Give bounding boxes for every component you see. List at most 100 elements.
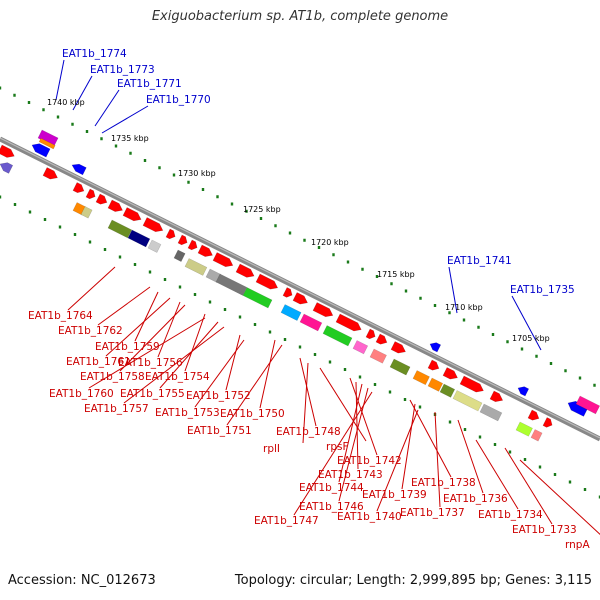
- feature-block: [299, 313, 323, 332]
- scale-label: 1740 kbp: [47, 98, 85, 107]
- leader-line: [159, 321, 219, 389]
- inner-ruler-dot: [493, 443, 497, 446]
- outer-ruler-dot: [404, 289, 408, 293]
- gene-label-bottom: EAT1b_1748: [276, 426, 341, 438]
- gene-label-bottom: EAT1b_1759: [95, 341, 160, 353]
- gene-label-bottom: EAT1b_1743: [318, 469, 383, 481]
- feature-block: [389, 358, 411, 376]
- outer-ruler-dot: [259, 217, 263, 220]
- leader-line: [101, 105, 149, 134]
- inner-ruler-dot: [73, 233, 77, 236]
- cds-arrow: [42, 167, 58, 180]
- inner-ruler-dot: [583, 488, 587, 491]
- inner-ruler-dot: [208, 300, 212, 304]
- leader-line: [401, 403, 416, 490]
- feature-block: [127, 229, 151, 248]
- genome-backbone: [0, 136, 600, 442]
- cds-arrow: [390, 341, 406, 354]
- gene-label-bottom: EAT1b_1757: [84, 403, 149, 415]
- cds-arrow: [459, 375, 484, 393]
- outer-ruler-dot: [288, 231, 292, 235]
- cds-arrow: [165, 228, 176, 240]
- inner-ruler-dot: [523, 458, 527, 461]
- outer-ruler-dot: [462, 318, 466, 322]
- inner-ruler-dot: [58, 225, 62, 229]
- cds-arrow: [312, 302, 334, 318]
- cds-arrow: [142, 217, 164, 233]
- outer-ruler-dot: [332, 253, 335, 257]
- backbone: [0, 136, 600, 442]
- feature-block: [530, 429, 543, 442]
- cds-arrow: [365, 328, 376, 340]
- inner-ruler-dot: [223, 308, 227, 311]
- outer-ruler-dot: [216, 195, 219, 199]
- outer-ruler-dot: [274, 224, 277, 228]
- inner-ruler-dot: [148, 270, 152, 274]
- cds-arrow: [177, 234, 188, 246]
- inner-ruler-dot: [298, 345, 302, 349]
- cds-arrow: [282, 287, 293, 298]
- inner-ruler-dot: [598, 495, 600, 499]
- leader-line: [338, 383, 363, 483]
- map-title: Exiguobacterium sp. AT1b, complete genom…: [151, 9, 449, 24]
- inner-ruler-dot: [418, 405, 422, 409]
- leader-line: [319, 367, 367, 442]
- reverse-arrow: [0, 162, 14, 174]
- outer-ruler-dot: [158, 166, 161, 170]
- inner-ruler-dot: [88, 240, 92, 244]
- feature-block: [439, 383, 456, 398]
- leader-line: [194, 339, 245, 408]
- reverse-arrow: [71, 163, 87, 176]
- gene-label-bottom: rplI: [263, 443, 280, 455]
- inner-ruler-dot: [13, 203, 17, 206]
- outer-ruler-dot: [129, 151, 132, 155]
- scale-label: 1725 kbp: [243, 205, 281, 214]
- leader-line: [157, 301, 181, 358]
- gene-label-bottom: EAT1b_1764: [28, 310, 93, 322]
- reverse-feature: [575, 395, 600, 415]
- inner-ruler-dot: [448, 420, 452, 424]
- gene-label-top: EAT1b_1774: [62, 48, 127, 60]
- outer-ruler-dot: [172, 173, 176, 177]
- inner-ruler-dot: [388, 390, 392, 394]
- feature-block: [107, 219, 133, 239]
- cds-arrow: [197, 244, 213, 257]
- feature-block: [280, 304, 302, 321]
- scale-label: 1720 kbp: [311, 238, 349, 247]
- cds-arrow: [122, 207, 142, 222]
- inner-ruler-dot: [133, 263, 137, 266]
- gene-label-bottom: EAT1b_1750: [220, 408, 285, 420]
- outer-ruler-dot: [303, 238, 306, 242]
- gene-label-bottom: EAT1b_1758: [80, 371, 145, 383]
- inner-ruler-dot: [103, 248, 107, 251]
- gene-label-bottom: EAT1b_1753: [155, 407, 220, 419]
- inner-ruler-dot: [28, 210, 32, 214]
- cds-arrow: [527, 409, 540, 421]
- outer-ruler-dot: [390, 282, 393, 286]
- leader-line: [349, 377, 378, 456]
- gene-label-bottom: EAT1b_1733: [512, 524, 577, 536]
- cds-arrow: [542, 417, 553, 428]
- leader-line: [184, 313, 206, 372]
- inner-ruler-dot: [238, 315, 242, 319]
- gene-label-bottom: EAT1b_1756: [118, 357, 183, 369]
- outer-ruler-dot: [448, 311, 451, 315]
- feature-block: [412, 370, 430, 386]
- cds-arrow: [335, 313, 362, 332]
- scale-label: 1705 kbp: [512, 334, 550, 343]
- inner-ruler-dot: [328, 360, 332, 364]
- inner-ruler-dot: [373, 383, 377, 386]
- outer-ruler-dot: [549, 362, 553, 365]
- outer-ruler-dot: [42, 108, 45, 112]
- feature-block: [80, 206, 93, 219]
- gene-label-bottom: EAT1b_1742: [337, 455, 402, 467]
- outer-ruler-dot: [491, 333, 495, 336]
- leader-line: [97, 286, 151, 326]
- cds-arrow: [427, 359, 440, 371]
- inner-ruler-dot: [163, 278, 167, 281]
- feature-block: [322, 325, 353, 347]
- gene-label-bottom: EAT1b_1744: [299, 482, 364, 494]
- outer-ruler-dot: [71, 122, 74, 126]
- outer-ruler-dot: [346, 260, 350, 264]
